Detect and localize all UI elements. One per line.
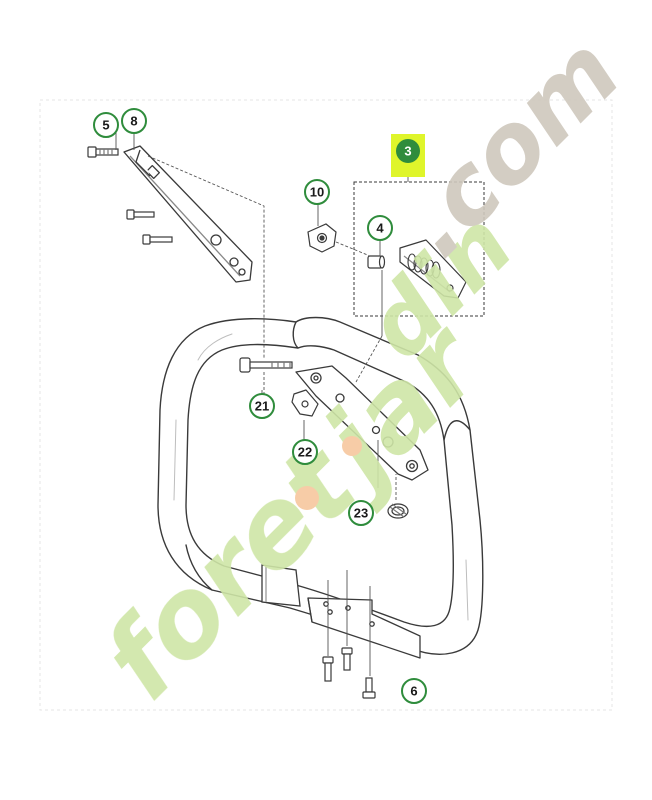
callout-5-circle <box>93 112 119 138</box>
callout-21-label: 21 <box>255 399 269 414</box>
part-5-bolt <box>87 146 119 158</box>
part-22-nut <box>291 389 319 417</box>
callout-22-circle <box>292 439 318 465</box>
callout-8[interactable]: 8 <box>121 108 147 134</box>
svg-text:foret: foret <box>80 421 382 723</box>
callout-21-circle <box>249 393 275 419</box>
callout-23-label: 23 <box>354 506 368 521</box>
callout-22[interactable]: 22 <box>292 439 318 465</box>
callouts: 5 8 10 4 21 22 23 6 <box>93 108 427 704</box>
callout-10-label: 10 <box>310 185 324 200</box>
callout-23-circle <box>348 500 374 526</box>
callout-21[interactable]: 21 <box>249 393 275 419</box>
part-4-sleeve <box>367 255 386 269</box>
callout-4-label: 4 <box>376 221 384 236</box>
callout-10[interactable]: 10 <box>304 179 330 205</box>
callout-3-label: 3 <box>404 144 411 159</box>
callout-4-circle <box>367 215 393 241</box>
callout-6[interactable]: 6 <box>401 678 427 704</box>
callout-5[interactable]: 5 <box>93 112 119 138</box>
part-10-cap <box>307 223 337 253</box>
spring-coil <box>407 253 441 279</box>
part-6-screw <box>362 677 376 699</box>
callout-22-label: 22 <box>298 445 312 460</box>
handle-link-screws <box>126 209 173 245</box>
handle-grip-sleeve <box>261 564 301 607</box>
callout-23[interactable]: 23 <box>348 500 374 526</box>
callout-3[interactable]: 3 <box>391 134 425 177</box>
part-8-handle-link <box>123 145 253 283</box>
diagram-frame <box>39 99 613 711</box>
callout-6-label: 6 <box>410 684 417 699</box>
part-3-assembly-box <box>353 181 485 317</box>
callout-6-circle <box>401 678 427 704</box>
handle-mounting-plate <box>295 365 429 481</box>
part-21-bolt <box>239 357 293 373</box>
callout-10-circle <box>304 179 330 205</box>
leader-lines <box>115 125 409 676</box>
callout-4[interactable]: 4 <box>367 215 393 241</box>
callout-3-circle <box>396 139 420 163</box>
callout-5-label: 5 <box>102 118 109 133</box>
lower-mounting-bracket <box>307 597 421 659</box>
part-23-bushing <box>387 503 409 519</box>
lower-screws <box>322 647 353 682</box>
callout-8-label: 8 <box>130 114 137 129</box>
callout-8-circle <box>121 108 147 134</box>
